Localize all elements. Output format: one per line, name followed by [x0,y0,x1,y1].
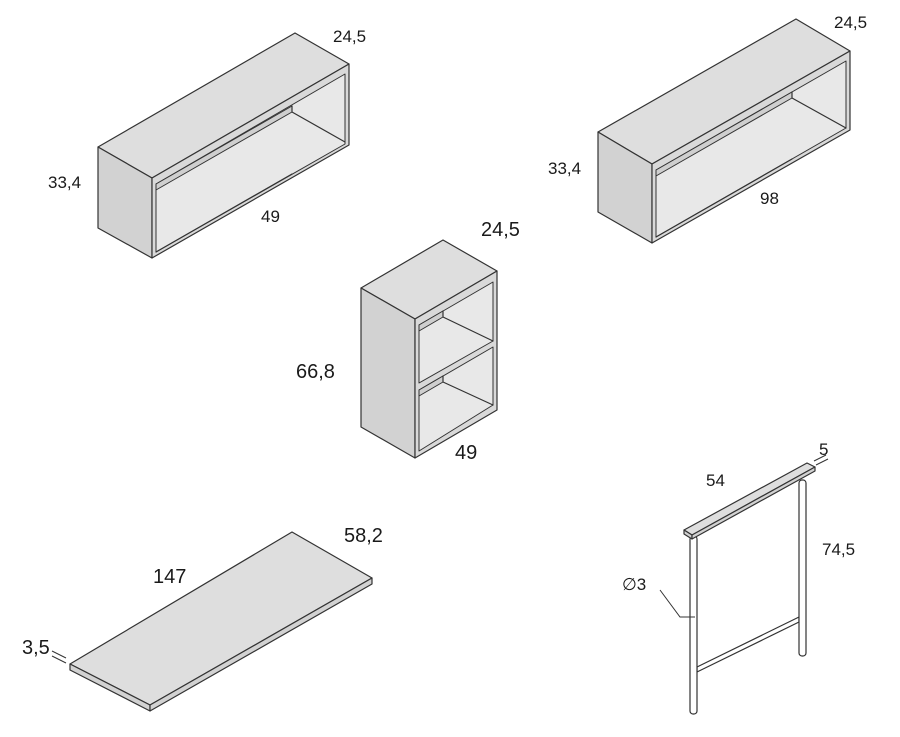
bookcase-upper-inner-edge [442,310,494,342]
dim-height-label: 33,4 [48,173,81,192]
dim-depth-label: 24,5 [481,219,520,241]
leg-front-post [689,535,698,715]
wall-shelf-large: 33,4 98 24,5 [548,13,867,244]
dim-width-label: 54 [706,471,725,490]
dim-width-label: 98 [760,189,779,208]
leg-lower-stretcher [696,616,800,673]
shelf-small-bottom-edge [155,173,293,253]
table-leg-frame: 54 5 74,5 ∅3 [622,440,855,715]
thickness-leader-top [51,650,67,659]
dim-depth-label: 24,5 [834,13,867,32]
wall-shelf-small: 33,4 49 24,5 [48,27,366,259]
dim-depth-label: 58,2 [344,525,383,547]
dim-height-label: 74,5 [822,540,855,559]
diameter-leader [659,589,695,618]
dim-height-label: 66,8 [296,361,335,383]
dim-top-thickness-label: 5 [819,440,828,459]
dim-thickness-label: 3,5 [22,637,50,659]
dim-width-label: 49 [261,207,280,226]
dim-diameter-label: ∅3 [622,575,646,594]
bookcase-lower-inner-edge [442,375,494,406]
dim-depth-label: 24,5 [333,27,366,46]
dim-length-label: 147 [153,566,186,588]
shelf-small-inner-edge [291,105,346,143]
top-thickness-leader-b [815,458,829,466]
thickness-leader-bottom [51,655,67,664]
leg-top-plate-face [683,462,816,536]
cube-bookcase: 66,8 49 24,5 [296,219,520,464]
shelf-small-opening [155,73,346,253]
top-thickness-leader-a [813,454,827,462]
dim-height-label: 33,4 [548,159,581,178]
leg-back-post [798,479,807,657]
dim-width-label: 49 [455,442,477,464]
tabletop-right-edge [149,577,373,712]
table-top: 3,5 147 58,2 [22,525,383,712]
shelf-large-inner-edge [791,91,847,129]
shelf-large-bottom-edge [655,158,793,238]
leg-top-plate-side [691,466,816,540]
tabletop-upper-face [69,531,373,706]
